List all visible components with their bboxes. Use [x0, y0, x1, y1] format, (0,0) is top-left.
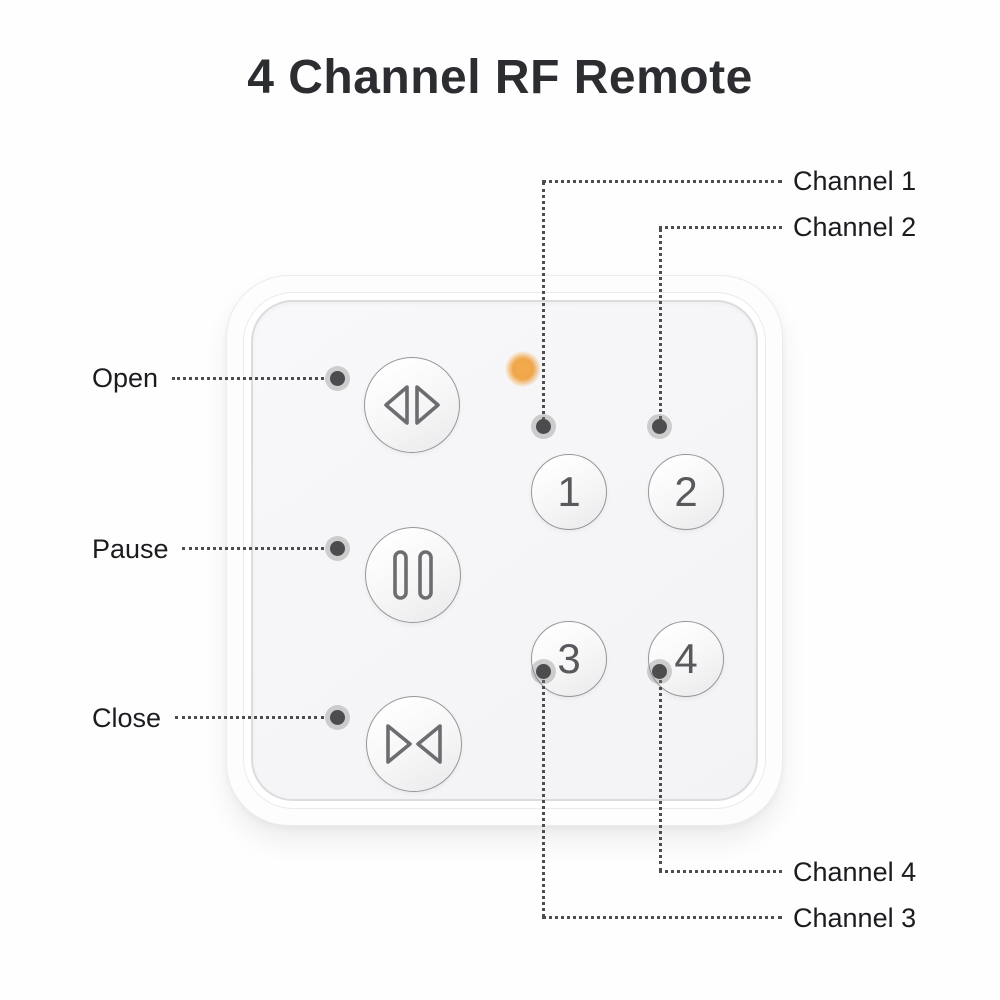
channel-1-callout-line-vertical [542, 182, 545, 420]
open-anchor-dot [330, 371, 345, 386]
close-label: Close [92, 703, 162, 733]
open-callout-line [172, 377, 324, 380]
channel-1-callout-line [542, 180, 782, 183]
remote-panel: 1 2 3 4 [251, 300, 758, 801]
pause-anchor-dot [330, 541, 345, 556]
channel-4-label: Channel 4 [793, 857, 917, 887]
channel-2-anchor-dot [652, 419, 667, 434]
close-callout-line [175, 716, 324, 719]
led-indicator [505, 351, 541, 387]
channel-3-anchor-dot [536, 664, 551, 679]
open-button[interactable] [364, 357, 460, 453]
remote-device: 1 2 3 4 [227, 276, 782, 825]
page-title: 4 Channel RF Remote [247, 51, 753, 104]
channel-3-callout-line-vertical [542, 680, 545, 917]
channel-3-callout-line [542, 916, 782, 919]
channel-1-button[interactable]: 1 [531, 454, 607, 530]
channel-1-anchor-dot [536, 419, 551, 434]
channel-4-button-label: 4 [674, 635, 698, 682]
channel-2-label: Channel 2 [793, 212, 917, 242]
channel-4-callout-line [659, 870, 782, 873]
channel-4-anchor-dot [652, 664, 667, 679]
channel-2-button-label: 2 [674, 468, 698, 515]
channel-4-callout-line-vertical [659, 680, 662, 871]
open-arrows-icon [384, 385, 440, 425]
close-button[interactable] [366, 696, 462, 792]
pause-label: Pause [92, 534, 169, 564]
channel-3-label: Channel 3 [793, 903, 917, 933]
channel-2-button[interactable]: 2 [648, 454, 724, 530]
open-label: Open [92, 363, 159, 393]
pause-callout-line [182, 547, 324, 550]
close-arrows-icon [386, 724, 442, 764]
close-anchor-dot [330, 710, 345, 725]
pause-icon [393, 550, 433, 600]
channel-1-label: Channel 1 [793, 166, 917, 196]
channel-1-button-label: 1 [557, 468, 581, 515]
channel-2-callout-line-vertical [659, 228, 662, 420]
pause-button[interactable] [365, 527, 461, 623]
channel-2-callout-line [659, 226, 782, 229]
channel-3-button-label: 3 [557, 635, 581, 682]
